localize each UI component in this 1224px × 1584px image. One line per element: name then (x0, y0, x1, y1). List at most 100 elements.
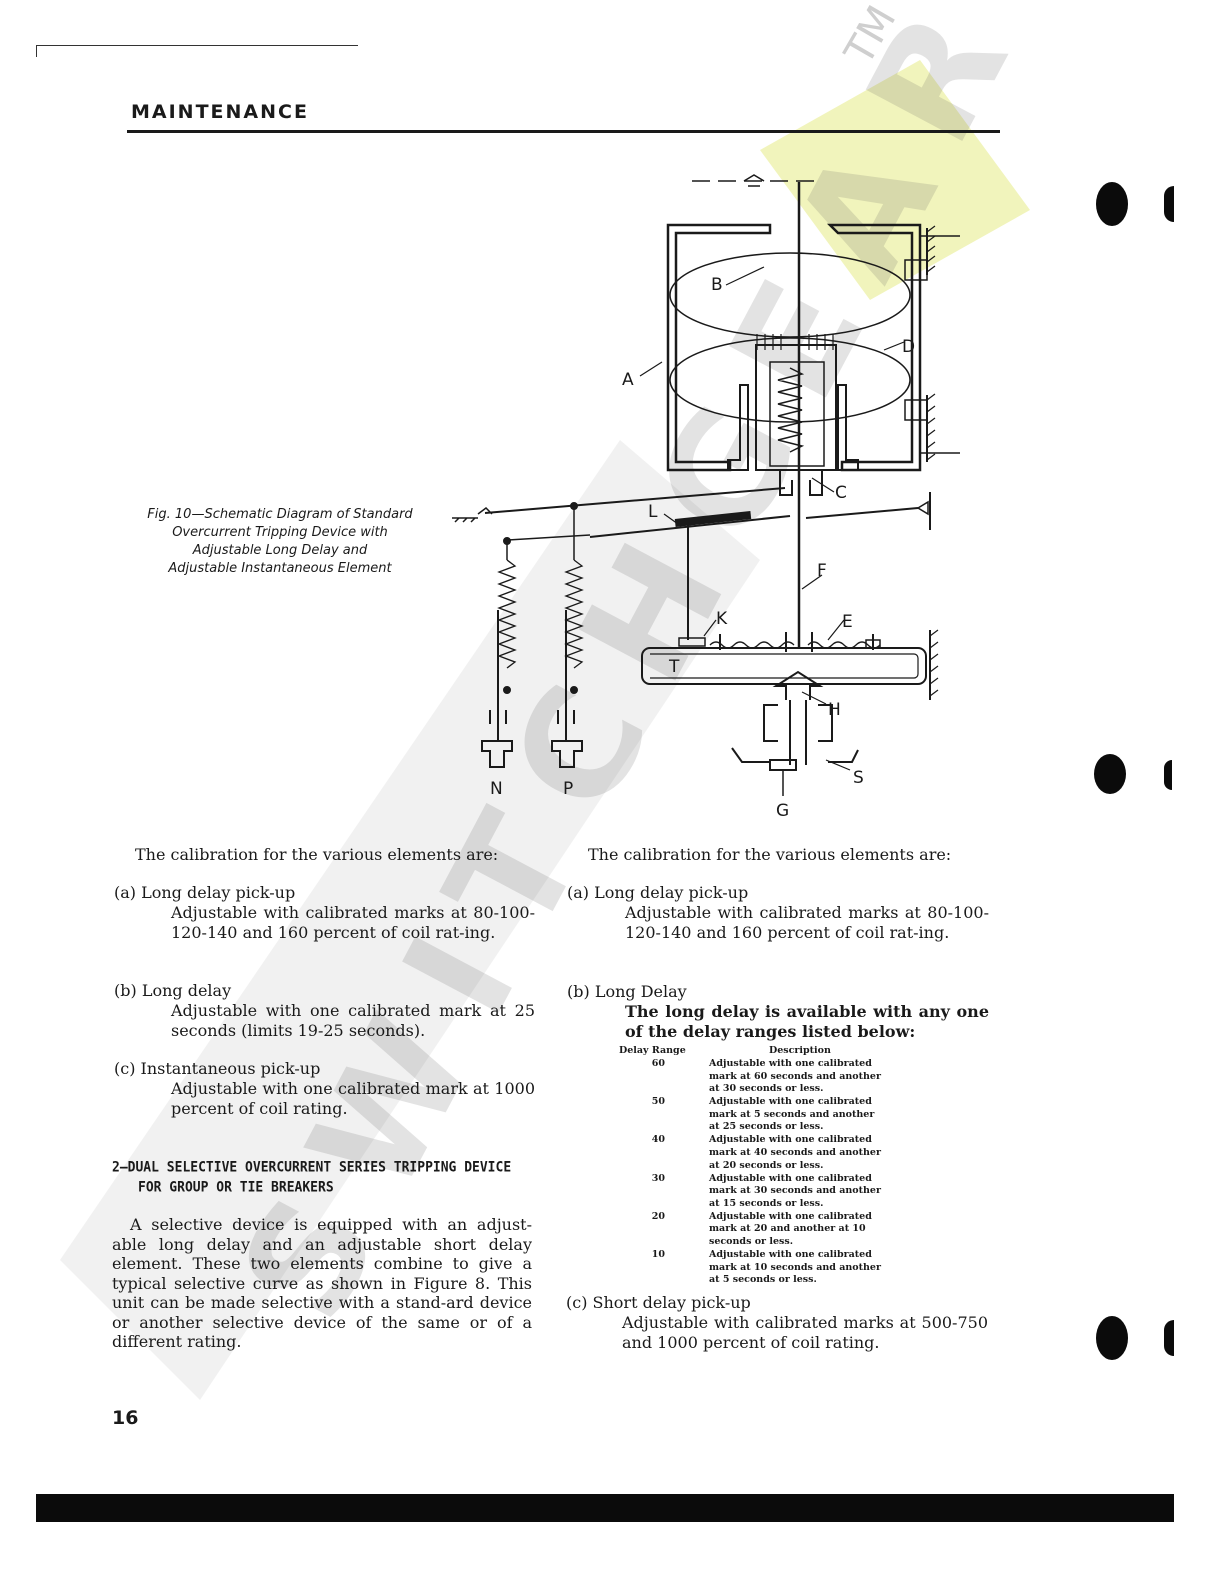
dashpot-spring (777, 367, 805, 453)
binder-hole-1 (1096, 182, 1128, 226)
base-S (731, 747, 859, 763)
binder-hole-3 (1096, 1316, 1128, 1360)
coil-loop-2 (669, 337, 911, 423)
figure-caption: Fig. 10—Schematic Diagram of Standard Ov… (132, 506, 428, 578)
delay-description-line: at 15 seconds or less. (709, 1197, 824, 1209)
plunger-H (772, 670, 824, 700)
dashpot-inner (769, 361, 825, 467)
binder-hole-edge-2 (1164, 760, 1172, 790)
delay-range-value: 50 (651, 1096, 665, 1108)
binder-hole-edge-1 (1164, 186, 1174, 222)
right-item-c-body: Adjustable with calibrated marks at 500-… (622, 1313, 988, 1352)
spring-P (564, 559, 584, 669)
latch-L (674, 511, 752, 527)
left-intro: The calibration for the various elements… (135, 845, 499, 864)
right-intro: The calibration for the various elements… (588, 845, 952, 864)
label-D: D (902, 337, 915, 357)
label-L: L (648, 502, 658, 522)
section-heading-line-1: 2—DUAL SELECTIVE OVERCURRENT SERIES TRIP… (112, 1159, 512, 1176)
plunger-N (481, 740, 513, 768)
caption-line: Fig. 10—Schematic Diagram of Standard (147, 507, 413, 522)
right-item-b-body: The long delay is available with any one… (625, 1002, 989, 1041)
label-G: G (776, 801, 789, 821)
caption-line: Overcurrent Tripping Device with (172, 525, 388, 540)
delay-description-line: at 5 seconds or less. (709, 1274, 817, 1286)
delay-range-value: 40 (651, 1134, 665, 1146)
label-S: S (853, 768, 864, 788)
delay-description-line: Adjustable with one calibrated (709, 1249, 872, 1260)
selective-device-paragraph: A selective device is equipped with an a… (112, 1215, 532, 1351)
flux-arrows-left (756, 334, 782, 350)
delay-description-line: mark at 30 seconds and another (709, 1185, 881, 1197)
delay-description-line: seconds or less. (709, 1235, 794, 1247)
top-rule-tick (36, 45, 37, 57)
header-rule (127, 130, 1000, 133)
right-item-b-head: (b) Long Delay (567, 982, 687, 1001)
left-item-b-head: (b) Long delay (114, 981, 232, 1000)
right-item-c-head: (c) Short delay pick-up (566, 1293, 751, 1312)
right-item-a-body: Adjustable with calibrated marks at 80-1… (625, 903, 989, 942)
caption-line: Adjustable Instantaneous Element (168, 561, 392, 576)
page-number: 16 (112, 1407, 139, 1429)
delay-description-line: mark at 20 and another at 10 (709, 1223, 866, 1235)
footer-bar (36, 1494, 1174, 1522)
left-pivot-ground (452, 507, 493, 523)
main-lever (484, 487, 786, 514)
delay-range-value: 10 (651, 1249, 665, 1260)
top-pivot (743, 174, 765, 187)
flux-arrows-right (808, 334, 834, 350)
table-header-description: Description (769, 1045, 831, 1056)
spring-N (497, 559, 517, 669)
label-T: T (668, 657, 680, 677)
left-item-a-body: Adjustable with calibrated marks at 80-1… (171, 903, 535, 942)
left-item-c-head: (c) Instantaneous pick-up (114, 1059, 321, 1078)
delay-description-line: Adjustable with one calibrated (709, 1210, 872, 1222)
delay-range-value: 20 (651, 1210, 665, 1222)
delay-description-line: Adjustable with one calibrated (709, 1134, 872, 1146)
delay-description-line: Adjustable with one calibrated (709, 1096, 872, 1108)
magnet-frame-right (826, 223, 922, 472)
delay-description-line: at 20 seconds or less. (709, 1159, 824, 1171)
right-pivot (916, 500, 929, 516)
section-heading-line-2: FOR GROUP OR TIE BREAKERS (138, 1179, 334, 1196)
plunger-P (551, 740, 583, 768)
top-rule (36, 45, 358, 46)
right-item-a-head: (a) Long delay pick-up (567, 883, 749, 902)
label-K: K (716, 609, 728, 629)
delay-description-line: Adjustable with one calibrated (709, 1058, 872, 1069)
label-B: B (711, 275, 723, 295)
delay-description-line: at 30 seconds or less. (709, 1083, 824, 1095)
schematic-diagram: A B C D E F G H K L N P S T (452, 174, 960, 821)
label-P: P (563, 779, 573, 799)
delay-range-value: 30 (651, 1172, 665, 1184)
left-item-a-head: (a) Long delay pick-up (114, 883, 296, 902)
delay-description-line: mark at 10 seconds and another (709, 1261, 881, 1273)
tank-T (641, 647, 927, 685)
label-F: F (817, 561, 827, 581)
left-item-c-body: Adjustable with one calibrated mark at 1… (171, 1079, 535, 1118)
delay-description-line: mark at 5 seconds and another (709, 1108, 875, 1120)
magnet-frame (666, 223, 772, 472)
label-N: N (490, 779, 503, 799)
delay-description-line: mark at 40 seconds and another (709, 1146, 881, 1158)
coil-loop-1 (669, 252, 911, 338)
watermark-tm: TM (836, 0, 906, 73)
binder-hole-2 (1094, 754, 1126, 794)
dashpot-cylinder (755, 344, 837, 471)
dashpot-base (779, 470, 823, 496)
delay-range-value: 60 (651, 1058, 665, 1069)
delay-description-line: at 25 seconds or less. (709, 1121, 824, 1133)
left-item-b-body: Adjustable with one calibrated mark at 2… (171, 1001, 535, 1040)
trip-bar (589, 515, 791, 538)
label-A: A (622, 370, 634, 390)
pole-left (727, 384, 749, 471)
label-C: C (835, 483, 847, 503)
caption-line: Adjustable Long Delay and (192, 543, 368, 558)
delay-description-line: Adjustable with one calibrated (709, 1172, 872, 1184)
